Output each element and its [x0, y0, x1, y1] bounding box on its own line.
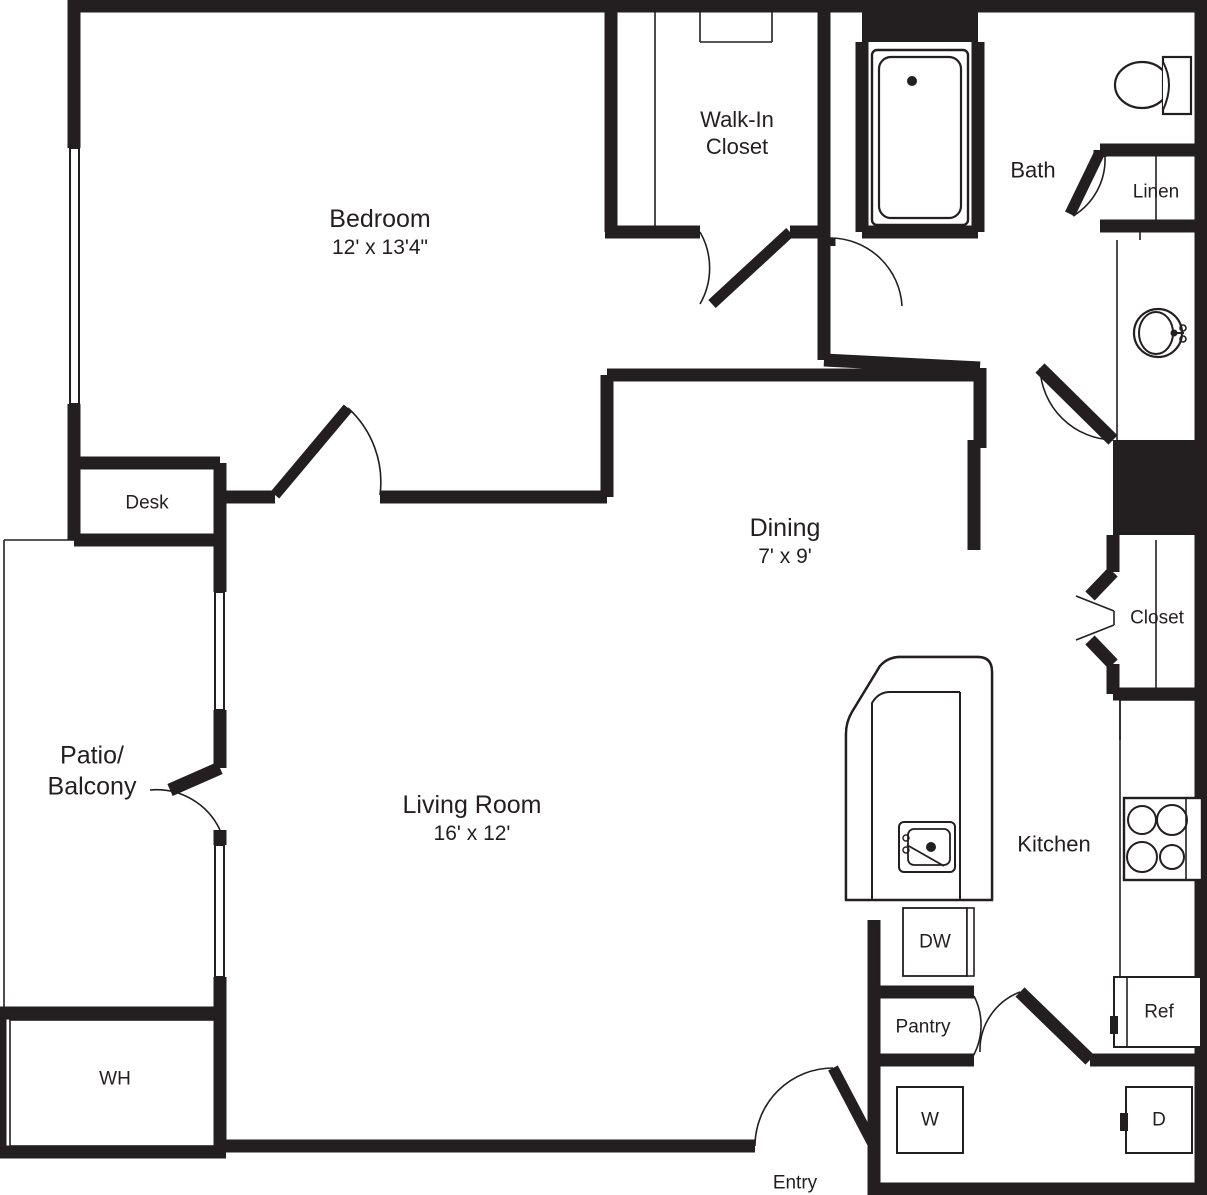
- dishwasher-box: [902, 907, 975, 977]
- washer-box: [896, 1086, 964, 1154]
- patio-window-upper: [214, 591, 225, 711]
- pantry-door: [971, 995, 982, 1059]
- walkin-closet-door: [699, 227, 794, 309]
- solid-wall-blocks: [862, 0, 1207, 535]
- thin-lines: [3, 6, 1202, 1147]
- bedroom-door: [824, 237, 903, 307]
- bath-door: [1039, 367, 1114, 441]
- hall-closet-door: [1075, 595, 1115, 641]
- entry-door: [754, 1065, 879, 1149]
- cooktop-icon: [1122, 796, 1204, 882]
- refrigerator-box: [1110, 976, 1202, 1048]
- dryer-box: [1120, 1086, 1193, 1154]
- toilet-icon: [1113, 55, 1193, 116]
- bedroom-window: [69, 147, 80, 405]
- sink-icon: [1132, 307, 1187, 359]
- appliance-boxes: [896, 907, 1202, 1154]
- doors: [149, 149, 1115, 1149]
- kitchen-door: [979, 991, 1021, 1053]
- patio-door: [149, 788, 221, 831]
- windows: [69, 147, 225, 978]
- bathtub-icon: [870, 48, 970, 227]
- linen-door: [1065, 149, 1106, 217]
- living-room-door: [270, 404, 382, 499]
- patio-window-lower: [214, 844, 225, 978]
- kitchen-sink-icon: [898, 821, 956, 873]
